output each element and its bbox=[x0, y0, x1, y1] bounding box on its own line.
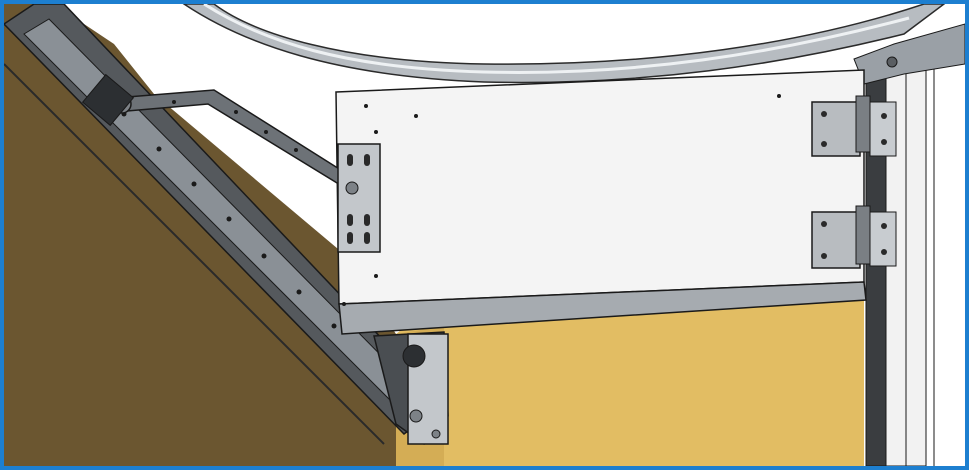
side-hinge-lower-knuckle bbox=[855, 205, 871, 265]
arm-bracket-bolt bbox=[345, 181, 359, 195]
arm-bracket bbox=[337, 143, 381, 253]
side-hinge-upper-screws bbox=[821, 111, 887, 147]
side-hinge-upper-knuckle bbox=[855, 95, 871, 153]
side-hinge-lower-screws bbox=[821, 221, 887, 259]
bottom-bracket-bolt-2 bbox=[431, 429, 441, 439]
door-assembly-illustration bbox=[4, 4, 965, 466]
bottom-bracket-bolt-1 bbox=[409, 409, 423, 423]
top-door-panel bbox=[335, 69, 865, 305]
side-hinge-upper-plate bbox=[811, 101, 861, 157]
bottom-roller bbox=[402, 344, 426, 368]
side-hinge-lower-leaf bbox=[869, 211, 897, 267]
roller-carrier bbox=[81, 73, 135, 127]
track-edge bbox=[4, 63, 385, 445]
side-hinge-upper-leaf bbox=[869, 101, 897, 157]
corner-bolt bbox=[886, 56, 898, 68]
arm-holes bbox=[172, 100, 298, 152]
wall-light bbox=[396, 294, 864, 466]
track-holes bbox=[121, 111, 337, 329]
top-door-panel-edge bbox=[338, 281, 867, 335]
side-hinge-lower-plate bbox=[811, 211, 861, 269]
overhead-rail-highlight bbox=[203, 4, 910, 74]
arm-bracket-slots bbox=[347, 154, 370, 244]
